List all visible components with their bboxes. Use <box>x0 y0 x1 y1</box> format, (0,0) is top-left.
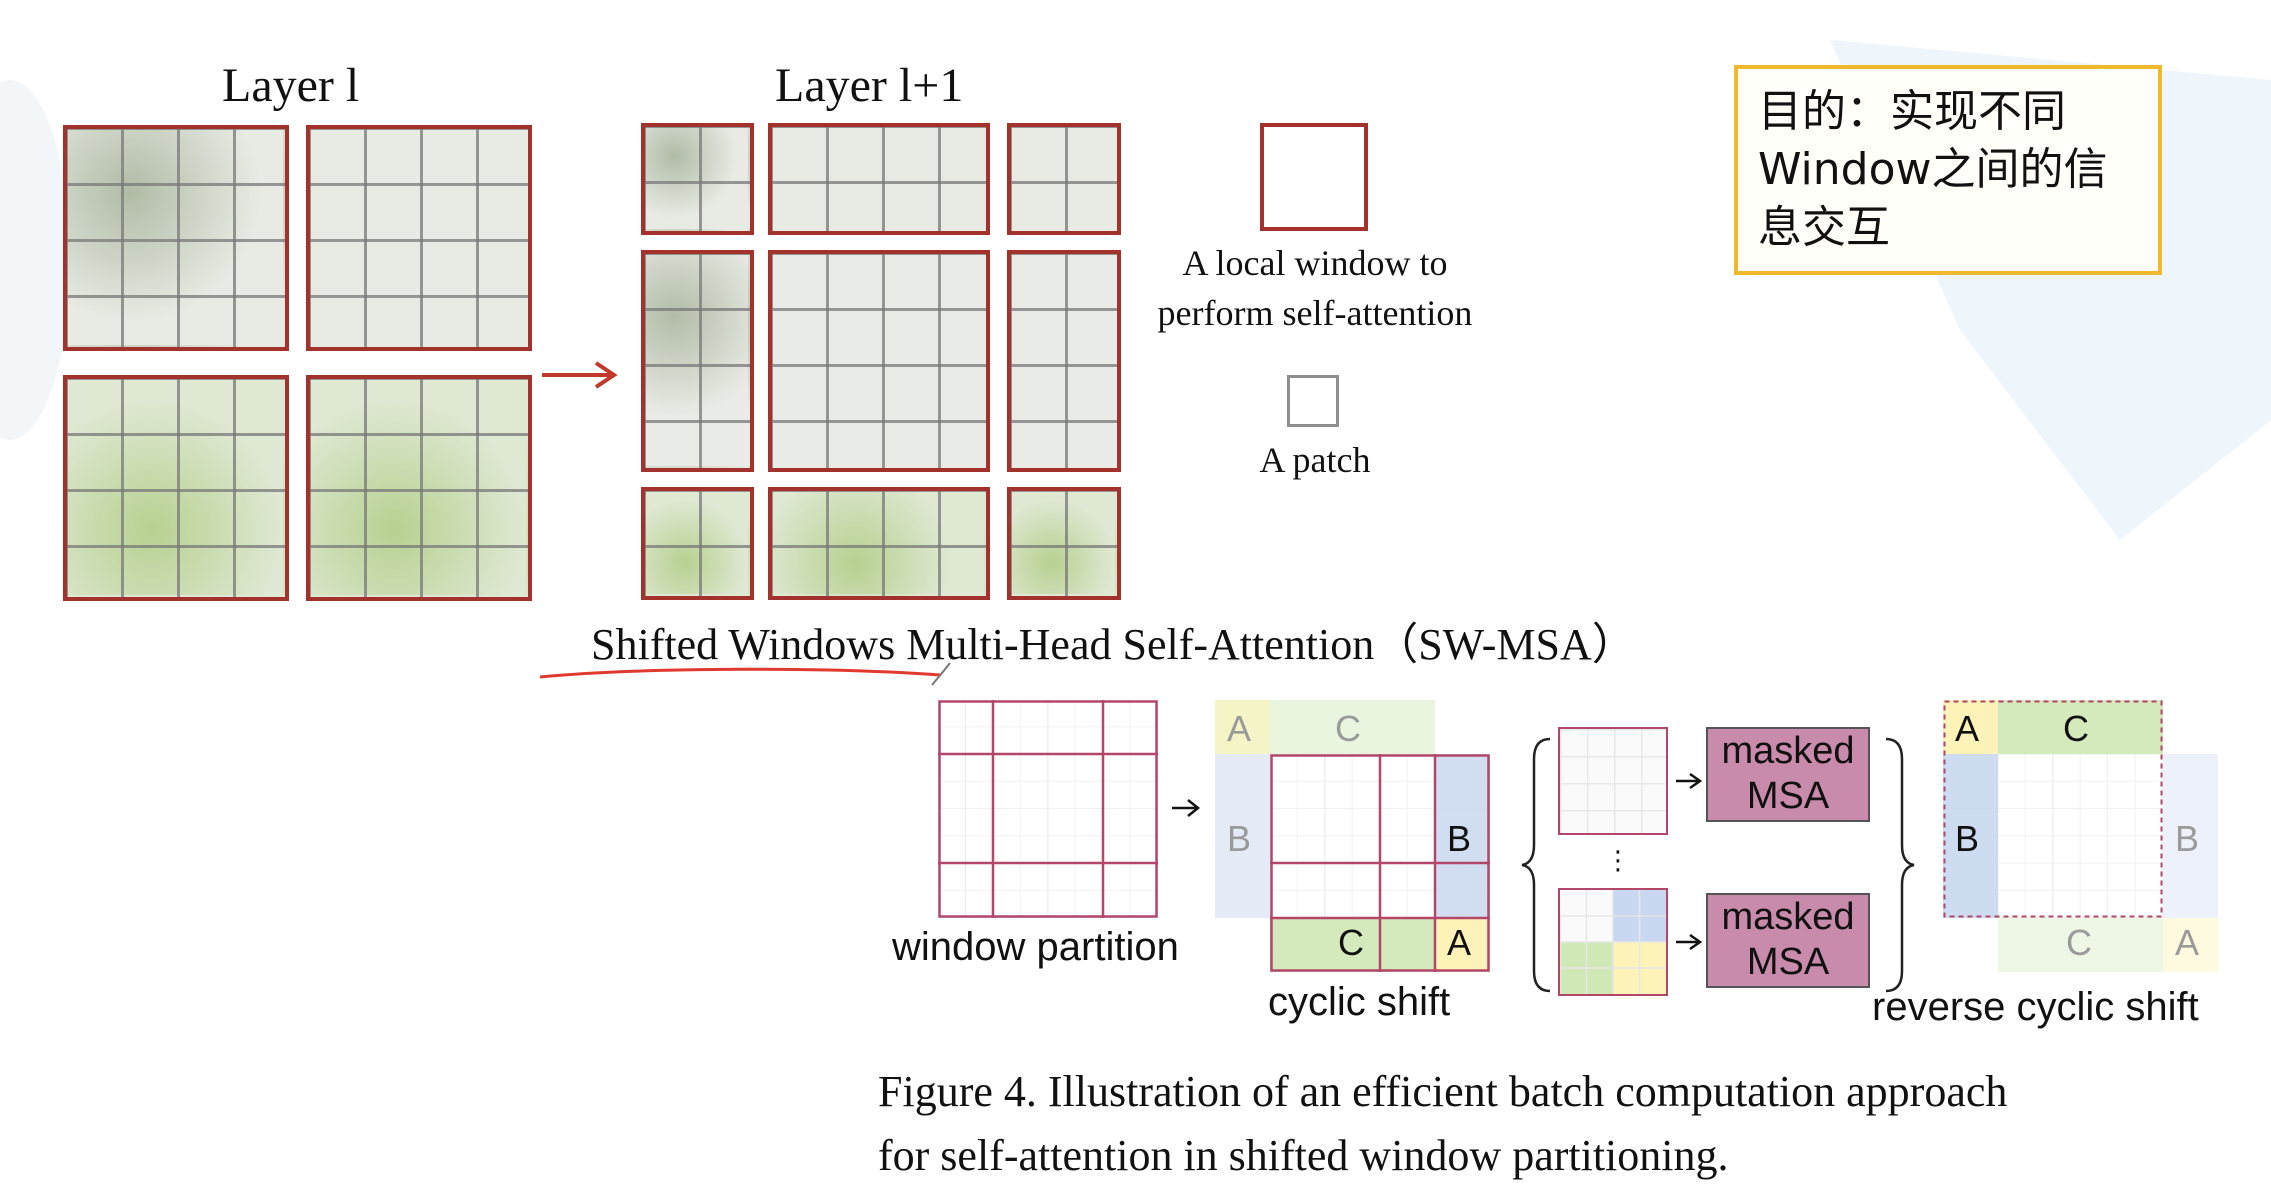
faded-letter-a: A <box>2175 922 2200 963</box>
masked-msa-2-line1: masked <box>1721 896 1855 938</box>
layer-l1-window-r3c2 <box>768 487 990 600</box>
layer-l1-window-r3c1 <box>641 487 754 600</box>
layer-l-window-top-right <box>306 125 532 351</box>
layer-l1-window-r2c3 <box>1007 250 1121 472</box>
letter-a: A <box>1955 708 1980 749</box>
letter-c: C <box>1338 922 1364 963</box>
faded-letter-b: B <box>2175 818 2200 859</box>
masked-msa-2-line2: MSA <box>1746 941 1830 983</box>
layer-l1-window-r1c2 <box>768 123 990 235</box>
left-brace <box>1521 737 1551 993</box>
arrow-right-icon <box>542 361 618 389</box>
purpose-note-line2: Window之间的信 <box>1758 144 2108 195</box>
layer-l-window-top-left <box>63 125 289 351</box>
arrow-right-icon <box>1676 933 1703 951</box>
faded-letter-b: B <box>1227 818 1252 859</box>
legend-patch-swatch <box>1287 375 1339 427</box>
mini-window-1 <box>1558 727 1668 835</box>
sw-msa-subtitle: Shifted Windows Multi-Head Self-Attentio… <box>591 620 1636 669</box>
window-partition-grid <box>938 700 1158 918</box>
figure-caption-line2: for self-attention in shifted window par… <box>878 1131 1729 1180</box>
layer-l-label: Layer l <box>222 59 360 112</box>
letter-b: B <box>1447 818 1472 859</box>
right-brace <box>1885 737 1915 993</box>
faded-letter-c: C <box>2066 922 2092 963</box>
cyclic-shift-diagram: A C B B C A <box>1215 700 1490 972</box>
legend-window-text: A local window to perform self-attention <box>1120 238 1510 338</box>
masked-msa-box-1: masked MSA <box>1706 727 1870 822</box>
layer-l-window-bottom-left <box>63 375 289 601</box>
arrow-right-icon <box>1172 799 1201 817</box>
letter-c: C <box>2063 708 2089 749</box>
legend-patch-text: A patch <box>1259 440 1371 480</box>
figure-caption: Figure 4. Illustration of an efficient b… <box>878 1060 2258 1188</box>
figure-caption-line1: Figure 4. Illustration of an efficient b… <box>878 1067 2008 1116</box>
faded-letter-c: C <box>1335 708 1361 749</box>
purpose-note-line1: 目的：实现不同 <box>1758 86 2066 137</box>
handwritten-underline <box>539 662 951 686</box>
layer-l1-window-r1c3 <box>1007 123 1121 235</box>
reverse-cyclic-shift-label: reverse cyclic shift <box>1872 985 2199 1029</box>
window-partition-label: window partition <box>892 925 1179 969</box>
purpose-note: 目的：实现不同 Window之间的信 息交互 <box>1734 65 2162 275</box>
letter-a: A <box>1447 922 1472 963</box>
layer-l1-window-r3c3 <box>1007 487 1121 600</box>
layer-l1-window-r2c2 <box>768 250 990 472</box>
masked-msa-box-2: masked MSA <box>1706 893 1870 988</box>
mini-window-2 <box>1558 888 1668 996</box>
layer-l1-label: Layer l+1 <box>775 59 964 112</box>
legend-window-swatch <box>1260 123 1368 231</box>
cyclic-shift-label: cyclic shift <box>1268 980 1451 1024</box>
legend-window-text-line2: perform self-attention <box>1157 293 1473 333</box>
masked-msa-1-line1: masked <box>1721 730 1855 772</box>
faded-letter-a: A <box>1227 708 1252 749</box>
vertical-ellipsis: ⋮ <box>1605 845 1631 875</box>
layer-l1-window-r1c1 <box>641 123 754 235</box>
layer-l1-window-r2c1 <box>641 250 754 472</box>
legend-window-text-line1: A local window to <box>1182 243 1448 283</box>
arrow-right-icon <box>1676 772 1703 790</box>
masked-msa-1-line2: MSA <box>1746 775 1830 817</box>
letter-b: B <box>1955 818 1980 859</box>
reverse-cyclic-shift-diagram: A C B B C A <box>1943 700 2218 972</box>
layer-l-window-bottom-right <box>306 375 532 601</box>
purpose-note-line3: 息交互 <box>1758 202 1890 253</box>
